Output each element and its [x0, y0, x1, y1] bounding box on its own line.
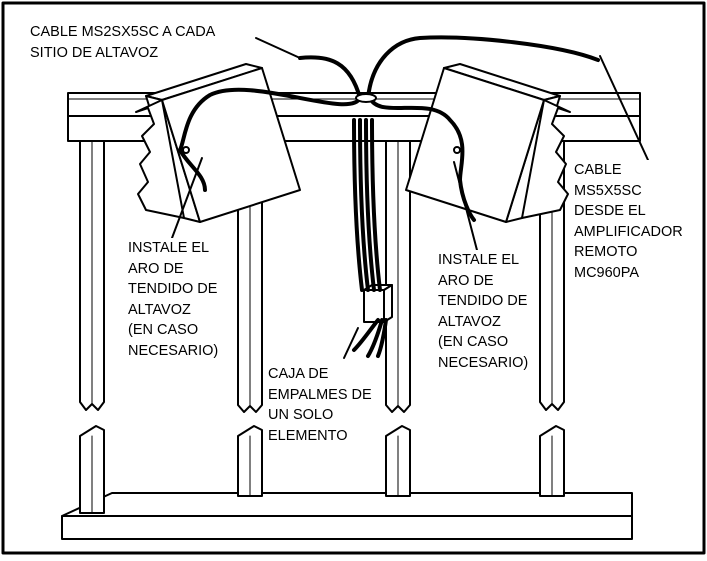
ring-right-label: INSTALE EL ARO DE TENDIDO DE ALTAVOZ (EN…: [438, 250, 529, 373]
base-plate: [61, 492, 633, 540]
junction-box-label: CAJA DE EMPALMES DE UN SOLO ELEMENTO: [268, 364, 372, 446]
ring-left-label: INSTALE EL ARO DE TENDIDO DE ALTAVOZ (EN…: [128, 238, 219, 361]
lower-studs: [79, 425, 565, 514]
screw-right: [453, 146, 461, 154]
amplifier-cable-label: CABLE MS5X5SC DESDE EL AMPLIFICADOR REMO…: [574, 160, 683, 283]
junction-box-drawing: [363, 284, 393, 323]
leader-lines: [171, 37, 649, 359]
entry-hole: [355, 93, 377, 103]
joist-right: [405, 63, 571, 223]
upper-studs: [79, 140, 565, 413]
screw-left: [182, 146, 190, 154]
speaker-cable-label: CABLE MS2SX5SC A CADA SITIO DE ALTAVOZ: [30, 24, 216, 61]
joist-left: [135, 63, 301, 223]
cables: [178, 35, 600, 358]
